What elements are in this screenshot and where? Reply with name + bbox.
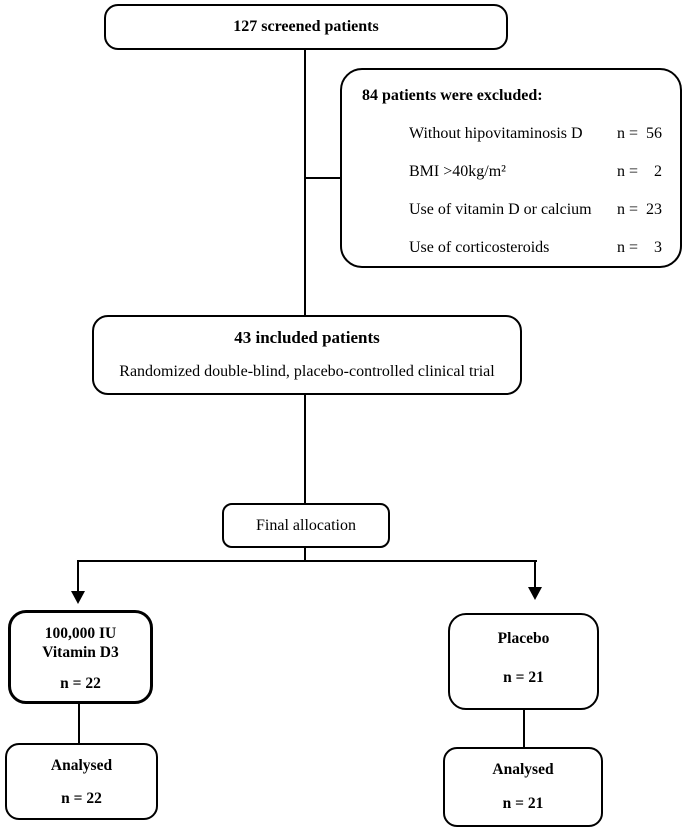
analysed-left-box: Analysed n = 22: [5, 743, 158, 820]
n-value: 2: [654, 163, 662, 180]
vitamin-d-name: Vitamin D3: [42, 644, 119, 661]
excluded-item-label: Without hipovitaminosis D: [409, 125, 583, 142]
placebo-arm-n: n = 21: [503, 669, 544, 686]
excluded-item: Without hipovitaminosis D n = 56: [362, 124, 662, 144]
connector-screened-to-included: [304, 50, 306, 315]
connector-branch-to-excluded: [305, 177, 341, 179]
excluded-header: 84 patients were excluded:: [362, 87, 543, 104]
analysed-right-n: n = 21: [502, 795, 544, 812]
vitamin-d-arm-box: 100,000 IU Vitamin D3 n = 22: [8, 610, 153, 704]
n-prefix: n =: [616, 239, 638, 256]
excluded-box: 84 patients were excluded: Without hipov…: [340, 68, 682, 268]
excluded-item-label: Use of vitamin D or calcium: [409, 201, 592, 218]
placebo-arm-box: Placebo n = 21: [448, 613, 599, 710]
excluded-item-count: n = 2: [617, 162, 662, 182]
included-patients-box: 43 included patients Randomized double-b…: [92, 315, 522, 395]
excluded-item-label: Use of corticosteroids: [409, 239, 550, 256]
n-prefix: n =: [616, 201, 638, 218]
analysed-right-box: Analysed n = 21: [443, 747, 603, 827]
n-value: 56: [646, 125, 662, 142]
analysed-left-title: Analysed: [50, 757, 113, 774]
arrowhead-down-left-icon: [71, 591, 85, 604]
analysed-right-title: Analysed: [492, 761, 554, 778]
vitamin-d-arm-title: 100,000 IU Vitamin D3: [42, 624, 119, 662]
vitamin-d-arm-n: n = 22: [60, 675, 101, 692]
vitamin-d-dose: 100,000 IU: [44, 625, 117, 642]
final-allocation-box: Final allocation: [222, 503, 390, 548]
placebo-arm-title: Placebo: [497, 630, 550, 647]
arrow-left-shaft: [77, 560, 79, 593]
excluded-item: Use of vitamin D or calcium n = 23: [362, 200, 662, 220]
excluded-item: Use of corticosteroids n = 3: [362, 238, 662, 258]
included-subtitle: Randomized double-blind, placebo-control…: [119, 363, 495, 380]
included-title: 43 included patients: [234, 328, 380, 347]
analysed-left-n: n = 22: [61, 790, 102, 807]
final-allocation-label: Final allocation: [256, 516, 356, 534]
connector-split-horizontal: [77, 560, 537, 562]
n-prefix: n =: [616, 163, 638, 180]
connector-included-to-split: [304, 395, 306, 562]
arrowhead-down-right-icon: [528, 587, 542, 600]
connector-arm-left-to-analysed: [78, 704, 80, 743]
excluded-item-count: n = 3: [617, 238, 662, 258]
n-prefix: n =: [616, 125, 638, 142]
screened-patients-label: 127 screened patients: [233, 18, 379, 35]
excluded-item-count: n = 23: [617, 200, 662, 220]
excluded-item-count: n = 56: [617, 124, 662, 144]
connector-arm-right-to-analysed: [523, 710, 525, 747]
excluded-item: BMI >40kg/m² n = 2: [362, 162, 662, 182]
n-value: 3: [654, 239, 662, 256]
n-value: 23: [646, 201, 662, 218]
arrow-right-shaft: [534, 560, 536, 589]
screened-patients-box: 127 screened patients: [104, 4, 508, 50]
excluded-items-list: Without hipovitaminosis D n = 56 BMI >40k…: [362, 124, 662, 258]
excluded-item-label: BMI >40kg/m²: [409, 163, 506, 180]
